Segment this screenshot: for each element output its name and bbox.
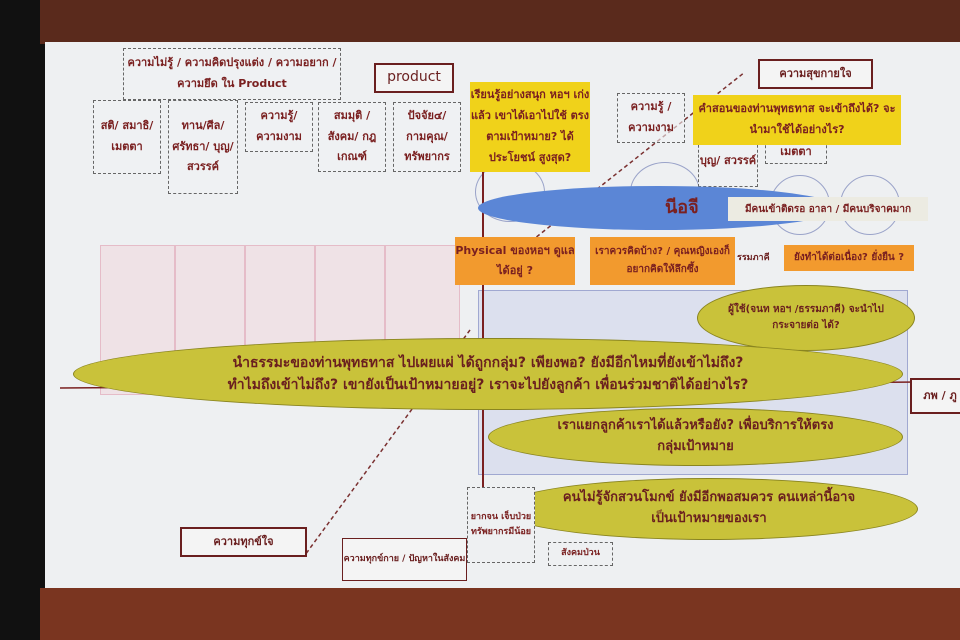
left-box: สติ/ สมาธิ/ เมตตา (93, 100, 161, 174)
bottom-box: สังคมป่วน (548, 542, 613, 566)
left-box: ปัจจัย๔/ กามคุณ/ ทรัพยากร (393, 102, 461, 172)
right-edge-box: ภพ / ภู (910, 378, 960, 414)
left-box-text: ปัจจัย๔/ กามคุณ/ ทรัพยากร (404, 108, 450, 164)
left-box: ทาน/ศีล/ ศรัทธา/ บุญ/ สวรรค์ (168, 100, 238, 194)
suffering-mind-label: ความทุกข์ใจ (213, 535, 274, 549)
orange-note-text: Physical ของหอฯ ดูแลได้อยู่ ? (455, 244, 575, 277)
yellow-note: คำสอนของท่านพุทธทาส จะเข้าถึงได้? จะนำมา… (693, 95, 901, 145)
yellow-note: เรียนรู้อย่างสนุก หอฯ เก่ง แล้ว เขาได้เอ… (470, 82, 590, 172)
right-edge-label: ภพ / ภู (923, 389, 957, 403)
oval-note: ผู้ใช้(จนท หอฯ /ธรรมภาคี) จะนำไปกระจายต่… (697, 285, 915, 351)
left-box: สมมุติ / สังคม/ กฎเกณฑ์ (318, 102, 386, 172)
wall-top (40, 0, 960, 44)
oval-note: เราแยกลูกค้าเราได้แล้วหรือยัง? เพื่อบริก… (488, 408, 903, 466)
yellow-note-text: เรียนรู้อย่างสนุก หอฯ เก่ง แล้ว เขาได้เอ… (470, 88, 590, 164)
right-box-text: เมตตา (780, 144, 812, 158)
left-box-text: ทาน/ศีล/ ศรัทธา/ บุญ/ สวรรค์ (172, 118, 234, 174)
orange-note: Physical ของหอฯ ดูแลได้อยู่ ? (455, 237, 575, 285)
happiness-label: ความสุขกายใจ (779, 67, 852, 81)
right-box-text: ความรู้ / ความงาม (628, 100, 674, 134)
orange-note: เราควรคิดบ้าง? / คุณหญิงเองก็อยากคิดให้ล… (590, 237, 735, 285)
right-box-text: บุญ/ สวรรค์ (699, 153, 757, 167)
happiness-box: ความสุขกายใจ (758, 59, 873, 89)
ngo-label: นีอจี (665, 197, 699, 218)
left-box-text: สติ/ สมาธิ/ เมตตา (100, 119, 154, 153)
yellow-note-text: คำสอนของท่านพุทธทาส จะเข้าถึงได้? จะนำมา… (698, 102, 896, 136)
oval-note-main: นำธรรมะของท่านพุทธทาส ไปเผยแผ่ ได้ถูกกลุ… (73, 338, 903, 410)
orange-note-text: ยังทำได้ต่อเนื่อง? ยั่งยืน ? (793, 252, 905, 263)
left-box-text: ความรู้/ ความงาม (256, 109, 302, 143)
left-box: ความรู้/ ความงาม (245, 102, 313, 152)
orange-note: ยังทำได้ต่อเนื่อง? ยั่งยืน ? (784, 245, 914, 271)
bottom-box-text: สังคมป่วน (561, 548, 600, 559)
top-dashed-box: ความไม่รู้ / ความคิดปรุงแต่ง / ความอยาก … (123, 48, 341, 100)
bottom-box-text: ยากจน เจ็บป่วย ทรัพยากรมีน้อย (470, 511, 532, 537)
orange-partial: รรมภาคี (737, 253, 770, 263)
suffering-body-label: ความทุกข์กาย / ปัญหาในสังคม (343, 554, 466, 565)
bottom-box: ยากจน เจ็บป่วย ทรัพยากรมีน้อย (467, 487, 535, 563)
oval-text: ผู้ใช้(จนท หอฯ /ธรรมภาคี) จะนำไปกระจายต่… (728, 304, 884, 331)
top-dashed-text: ความไม่รู้ / ความคิดปรุงแต่ง / ความอยาก … (127, 56, 337, 90)
suffering-body-box: ความทุกข์กาย / ปัญหาในสังคม (342, 538, 467, 581)
dark-frame (0, 0, 45, 640)
product-label: product (387, 69, 441, 86)
suffering-mind-box: ความทุกข์ใจ (180, 527, 307, 557)
oval-text: นำธรรมะของท่านพุทธทาส ไปเผยแผ่ ได้ถูกกลุ… (227, 354, 749, 393)
wall-bottom (40, 588, 960, 640)
product-box: product (374, 63, 454, 93)
orange-note-text: เราควรคิดบ้าง? / คุณหญิงเองก็อยากคิดให้ล… (595, 246, 730, 275)
oval-text: เราแยกลูกค้าเราได้แล้วหรือยัง? เพื่อบริก… (557, 418, 834, 454)
oval-note: คนไม่รู้จักสวนโมกข์ ยังมีอีกพอสมควร คนเห… (500, 478, 918, 540)
left-box-text: สมมุติ / สังคม/ กฎเกณฑ์ (327, 108, 377, 164)
oval-text: คนไม่รู้จักสวนโมกข์ ยังมีอีกพอสมควร คนเห… (562, 490, 856, 526)
ngo-note: มีคนเข้าติดรอ อาลา / มีคนบริจาคมาก (728, 197, 928, 221)
right-box: ความรู้ / ความงาม (617, 93, 685, 143)
